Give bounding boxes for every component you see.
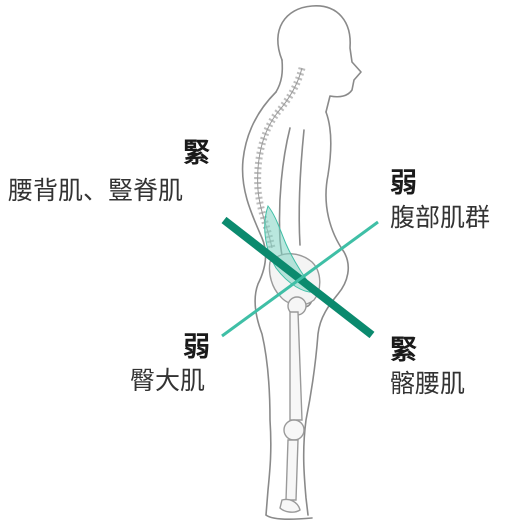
- foot-outline: [266, 515, 312, 519]
- lower-right-muscle-label: 髂腰肌: [390, 371, 465, 396]
- upper-right-state-label: 弱: [390, 170, 417, 197]
- lower-right-state-label: 緊: [390, 337, 417, 364]
- neck-back-outline: [276, 60, 282, 92]
- knee-joint: [284, 420, 304, 440]
- upper-left-muscle-label: 腰背肌、豎脊肌: [8, 178, 183, 203]
- upper-right-muscle-label: 腹部肌群: [390, 205, 490, 230]
- femur: [290, 312, 302, 420]
- lower-left-muscle-label: 臀大肌: [130, 368, 205, 393]
- lower-left-state-label: 弱: [183, 334, 210, 361]
- upper-left-state-label: 緊: [183, 140, 210, 167]
- tibia: [286, 440, 298, 500]
- arm-inner-outline: [299, 130, 304, 245]
- foot-bones: [280, 499, 300, 512]
